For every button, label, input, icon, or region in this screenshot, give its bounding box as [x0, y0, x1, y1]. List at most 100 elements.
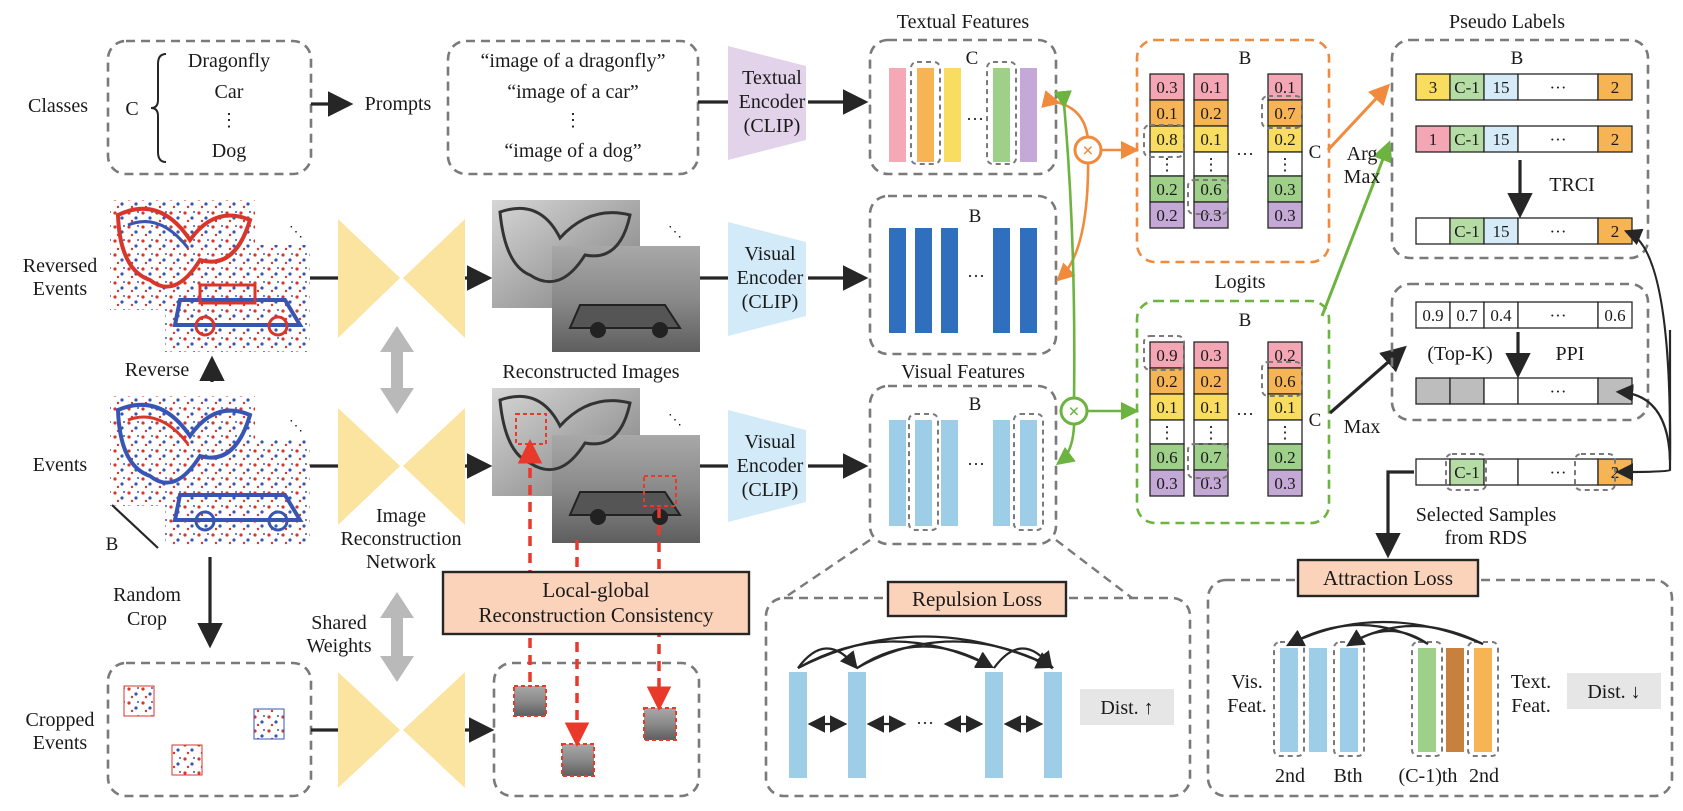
- vis-light-bar-2: [915, 420, 932, 526]
- bottom_matrix-col1-cell-0-text: 0.9: [1156, 346, 1177, 365]
- pseudo-row-2-cell-1-text: C-1: [1454, 222, 1480, 241]
- prompt-1: “image of a dragonfly”: [481, 50, 666, 72]
- rep-bar-4: [1044, 672, 1062, 778]
- vis-light-highlight-1: [908, 413, 939, 531]
- vis-dark-bar-5: [1020, 228, 1037, 333]
- top_matrix-col3-cell-3: [1267, 151, 1303, 177]
- zoom-line-left: [783, 539, 871, 599]
- bottom-matrix-hl-3: [1187, 443, 1229, 479]
- pseudo-row-2-cell-0: [1415, 217, 1451, 245]
- bottom_matrix-col3-cell-1: [1267, 367, 1303, 395]
- recon-network-top-right: [403, 219, 465, 338]
- vis-dark-bar-2: [915, 228, 932, 333]
- pseudo-row-2-cell-1: [1449, 217, 1485, 245]
- svg-text:⋱: ⋱: [289, 225, 303, 240]
- reversed-events-line2: Events: [33, 278, 88, 300]
- bottom_matrix-col1-cell-5-text: 0.3: [1156, 474, 1177, 493]
- bottom_matrix-col1-cell-5: [1149, 469, 1185, 497]
- pseudo-row-2-cell-2-text: 15: [1493, 222, 1510, 241]
- ppi-box: [1390, 282, 1650, 422]
- repulsion-title-box: [886, 580, 1068, 618]
- bottom_matrix-col3-cell-4-text: 0.2: [1274, 448, 1295, 467]
- top-matrix-b: B: [1239, 48, 1252, 69]
- recon-network-top: [338, 219, 400, 338]
- pseudo-row-0-cell-4-text: 2: [1611, 78, 1620, 97]
- recon-network-bottom: [338, 672, 400, 788]
- pseudo-row-2-cell-3-text: ···: [1550, 222, 1567, 241]
- attr-bottom-2nd-b: 2nd: [1469, 765, 1499, 787]
- vis-light-bar-1: [889, 420, 906, 526]
- vis-light-highlight-2: [1013, 413, 1044, 531]
- bottom_matrix-col3-cell-3-text: ⋮: [1277, 423, 1294, 442]
- events-label: Events: [33, 454, 88, 476]
- prompt-dots: ⋮: [564, 110, 582, 130]
- pseudo-row-0-cell-3-text: ···: [1550, 78, 1567, 97]
- visual-features-box: [868, 384, 1058, 546]
- bottom-matrix-box: [1135, 299, 1331, 525]
- selected-hl-1: [1445, 453, 1487, 491]
- top_matrix-col3-cell-2: [1267, 125, 1303, 153]
- attr-text-bar-2: [1446, 648, 1464, 752]
- text-feat-bar-1: [889, 68, 906, 162]
- text-feat-bar-2: [917, 68, 934, 162]
- rep-bar-3: [985, 672, 1003, 778]
- pseudo-row-1-cell-1-text: C-1: [1454, 130, 1480, 149]
- top-matrix-hl-3: [1187, 179, 1229, 215]
- visual-features-top-b: B: [969, 206, 982, 227]
- max-label: Max: [1344, 416, 1381, 438]
- selected-cell-2: [1483, 458, 1519, 486]
- attr-text-bar-3: [1474, 648, 1492, 752]
- top_matrix-col1-cell-0-text: 0.3: [1156, 78, 1177, 97]
- bottom_matrix-col1-cell-1: [1149, 367, 1185, 395]
- cropped-patch-1: [123, 685, 155, 717]
- selected-hl-2: [1574, 453, 1616, 491]
- lgrc-box: [441, 570, 751, 636]
- vis-light-bar-5: [1020, 420, 1037, 526]
- image-recon-net-line2: Reconstruction: [340, 528, 461, 550]
- reconstructed-crops-box: [492, 661, 701, 798]
- top_matrix-col2-cell-2: [1193, 125, 1229, 153]
- pseudo-row-1-cell-3: [1517, 125, 1599, 153]
- pseudo-row-0-cell-2-text: 15: [1493, 78, 1510, 97]
- vis-light-bar-3: [941, 420, 958, 526]
- pseudo-row-1-cell-2: [1483, 125, 1519, 153]
- visual-features-b: B: [969, 394, 982, 415]
- top_matrix-col3-cell-0: [1267, 73, 1303, 101]
- trci-label: TRCI: [1549, 174, 1595, 196]
- visual-encoder-bottom-line3: (CLIP): [742, 479, 799, 501]
- visual-encoder-bottom-line2: Encoder: [737, 455, 804, 477]
- dist-up-label: Dist. ↑: [1100, 697, 1153, 719]
- visual-encoder-bottom-shape: [728, 410, 806, 522]
- random-crop-line2: Crop: [127, 608, 167, 630]
- top_matrix-col1-cell-5-text: 0.2: [1156, 206, 1177, 225]
- pseudo-row-1-cell-0-text: 1: [1429, 130, 1438, 149]
- vis-light-bar-4: [993, 420, 1010, 526]
- rep-bar-2: [848, 672, 866, 778]
- logits-title: Logits: [1214, 271, 1265, 293]
- vis-dark-bar-1: [889, 228, 906, 333]
- top-matrix-hl-2: [1261, 95, 1303, 129]
- repulsion-box: [764, 596, 1192, 798]
- recon-network-bottom-right: [403, 672, 465, 788]
- reversed-reconstructed-images: ⋱: [492, 200, 700, 352]
- bottom-matrix-c: C: [1309, 410, 1322, 431]
- attr-text-bar-1: [1418, 648, 1436, 752]
- bottom_matrix-col1-cell-4-text: 0.6: [1156, 448, 1177, 467]
- text-feat-bar-5: [1020, 68, 1037, 162]
- ppi-mask-cell-2: [1483, 377, 1519, 405]
- repulsion-arcs: [797, 635, 1054, 670]
- prompts-label: Prompts: [365, 93, 432, 115]
- ppi-score-1-text: 0.7: [1456, 306, 1478, 325]
- ppi-mask-row: ···: [1415, 377, 1633, 405]
- shared-weights-arrow-top: [380, 326, 414, 414]
- vis-dark-bar-4: [993, 228, 1010, 333]
- visual-encoder-top-line2: Encoder: [737, 267, 804, 289]
- svg-text:⋱: ⋱: [668, 413, 682, 428]
- textual-features-c: C: [966, 48, 979, 69]
- bottom-matrix-b: B: [1239, 310, 1252, 331]
- classes-label: Classes: [28, 95, 88, 117]
- pseudo-row-0-cell-1-text: C-1: [1454, 78, 1480, 97]
- orange-multiply-symbol: ×: [1082, 140, 1093, 162]
- top_matrix-col3-cell-3-text: ⋮: [1277, 155, 1294, 174]
